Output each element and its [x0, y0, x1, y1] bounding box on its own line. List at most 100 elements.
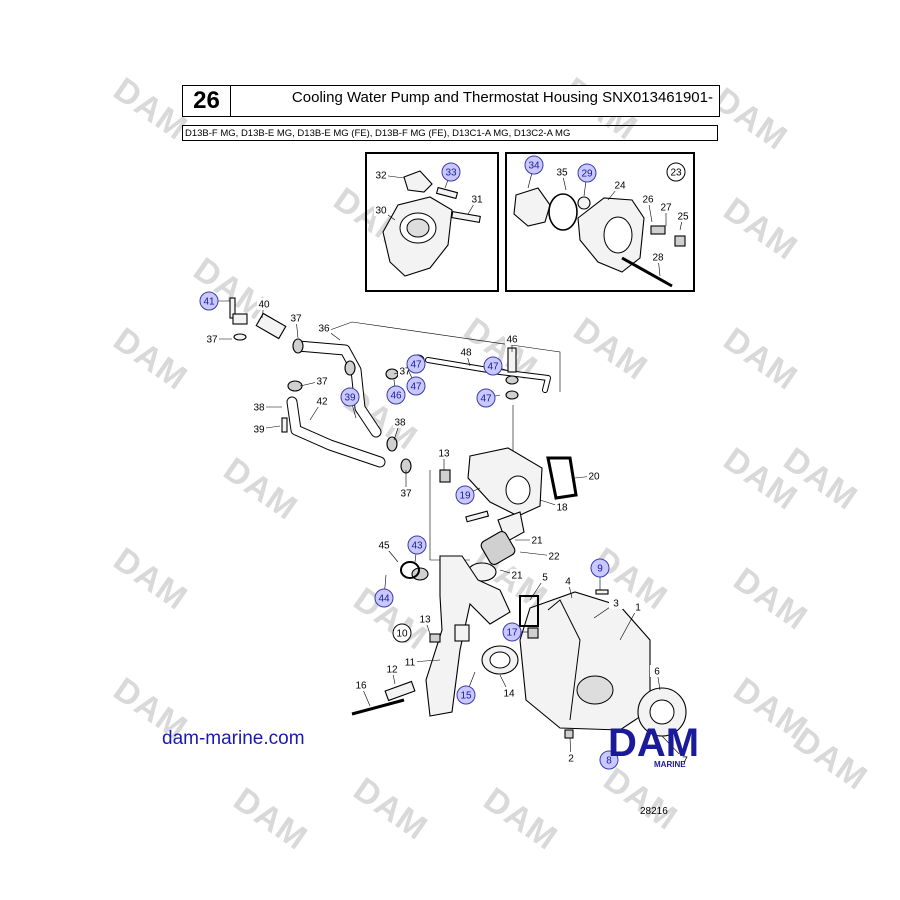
callout-6: 6: [650, 665, 664, 691]
callout-number: 21: [511, 571, 523, 582]
callout-32: 32: [374, 169, 405, 182]
callout-26: 26: [641, 193, 655, 223]
callout-number: 19: [459, 491, 471, 502]
website-url[interactable]: dam-marine.com: [162, 728, 305, 749]
callout-number: 37: [399, 367, 411, 378]
callout-label-bg: [205, 333, 219, 345]
part-hose: [229, 297, 287, 341]
callout-43: 43: [407, 535, 427, 563]
callout-number: 37: [400, 489, 412, 500]
callout-number: 40: [258, 300, 270, 311]
callout-circle: [577, 163, 597, 183]
callout-number: 37: [316, 377, 328, 388]
callout-20: 20: [574, 470, 601, 483]
callout-number: 11: [405, 658, 416, 669]
callout-number: 45: [378, 541, 390, 552]
part-housing-18: [439, 447, 578, 523]
callout-circle: [502, 622, 522, 642]
callout-number: 46: [390, 391, 402, 402]
callout-circle: [666, 162, 686, 182]
callout-circle: [406, 376, 426, 396]
callout-8: 8: [599, 750, 619, 770]
callout-31: 31: [467, 193, 484, 215]
callout-label-bg: [555, 166, 569, 178]
callout-label-bg: [505, 333, 519, 345]
callout-number: 9: [597, 564, 603, 575]
callout-label-bg: [377, 539, 391, 551]
logo-sub-text: MARINE: [654, 760, 686, 769]
callout-number: 38: [394, 418, 406, 429]
callout-39: 39: [252, 423, 281, 436]
callout-40: 40: [257, 298, 271, 319]
callout-label-bg: [252, 423, 266, 435]
callout-11: 11: [403, 656, 441, 669]
callout-number: 5: [542, 573, 548, 584]
callout-47: 47: [476, 388, 501, 408]
callout-number: 32: [375, 171, 387, 182]
callout-label-bg: [561, 575, 575, 587]
callout-number: 44: [378, 594, 390, 605]
callout-label-bg: [613, 179, 627, 191]
callout-9: 9: [590, 558, 610, 590]
callout-number: 21: [531, 536, 543, 547]
callout-2: 2: [564, 737, 578, 765]
callout-number: 23: [670, 168, 682, 179]
callout-38: 38: [393, 416, 407, 441]
callout-circle: [374, 588, 394, 608]
callout-17: 17: [502, 622, 528, 642]
drawing-number: 28216: [640, 806, 668, 817]
callout-circle: [455, 485, 475, 505]
callout-label-bg: [538, 571, 552, 583]
callout-circle: [599, 750, 619, 770]
callout-number: 33: [445, 168, 457, 179]
callout-label-bg: [437, 447, 451, 459]
callout-37: 37: [205, 333, 232, 346]
callout-number: 13: [419, 615, 431, 626]
callout-label-bg: [502, 687, 516, 699]
callout-number: 3: [613, 599, 619, 610]
callout-label-bg: [530, 534, 544, 546]
callout-number: 13: [438, 449, 450, 460]
callout-13: 13: [418, 613, 432, 635]
callout-number: 16: [355, 681, 367, 692]
callout-34: 34: [524, 155, 544, 189]
callout-15: 15: [456, 671, 476, 705]
callout-33: 33: [441, 162, 461, 189]
callout-16: 16: [354, 679, 371, 707]
callout-21: 21: [515, 534, 544, 547]
callout-14: 14: [499, 674, 516, 700]
callout-label-bg: [659, 201, 673, 213]
callout-number: 4: [565, 577, 571, 588]
callout-number: 30: [375, 206, 387, 217]
callout-label-bg: [641, 193, 655, 205]
callout-47: 47: [483, 356, 507, 376]
callout-44: 44: [374, 574, 394, 608]
callout-label-bg: [418, 613, 432, 625]
page-title: Cooling Water Pump and Thermostat Housin…: [291, 89, 713, 106]
callout-number: 46: [506, 335, 518, 346]
callout-22: 22: [519, 550, 561, 563]
part-clamps: [281, 338, 519, 474]
callout-5: 5: [529, 571, 552, 601]
callout-label-bg: [676, 210, 690, 222]
callout-number: 39: [253, 425, 265, 436]
callout-number: 17: [506, 628, 518, 639]
callout-label-bg: [289, 312, 303, 324]
callout-label-bg: [650, 665, 664, 677]
callout-18: 18: [539, 499, 569, 514]
callout-10: 10: [392, 623, 412, 643]
part-water-pump: [519, 589, 687, 739]
callout-label-bg: [459, 346, 473, 358]
callout-circle: [524, 155, 544, 175]
callout-25: 25: [676, 210, 690, 231]
callout-number: 2: [568, 754, 574, 765]
callout-number: 24: [614, 181, 626, 192]
callout-label-bg: [555, 501, 569, 513]
callout-number: 18: [556, 503, 568, 514]
callout-number: 34: [528, 161, 540, 172]
callout-number: 43: [411, 541, 423, 552]
callout-circle: [476, 388, 496, 408]
callout-number: 47: [480, 394, 492, 405]
callout-number: 27: [660, 203, 672, 214]
